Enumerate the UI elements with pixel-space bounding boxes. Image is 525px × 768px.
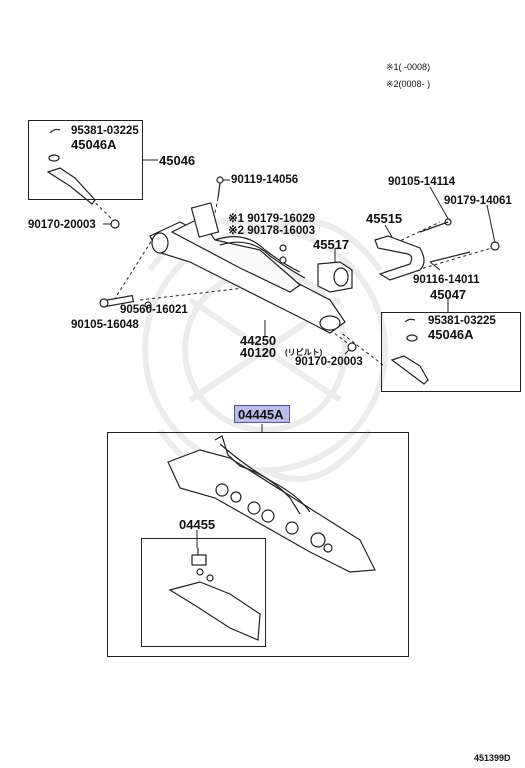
part-44250[interactable]: 44250 xyxy=(240,333,277,348)
steering-rack-assembly xyxy=(99,176,357,352)
part-90170-20003-left[interactable]: 90170-20003 xyxy=(28,219,96,231)
note-2: ※2(0008- ) xyxy=(386,79,431,89)
note-1: ※1( -0008) xyxy=(386,62,431,72)
bracket-45515 xyxy=(374,218,500,281)
tie-rod-end-45047 xyxy=(390,318,429,385)
part-90179-14061[interactable]: 90179-14061 xyxy=(444,195,512,207)
part-95381-top[interactable]: 95381-03225 xyxy=(71,125,139,137)
part-90170-20003-right[interactable]: 90170-20003 xyxy=(295,356,363,368)
part-95381-right[interactable]: 95381-03225 xyxy=(428,315,496,327)
part-45515[interactable]: 45515 xyxy=(366,211,403,226)
part-40120[interactable]: 40120 xyxy=(240,345,277,360)
part-45046A-right[interactable]: 45046A xyxy=(428,327,474,342)
part-90560-16021[interactable]: 90560-16021 xyxy=(120,304,188,316)
kit-box-04455 xyxy=(141,538,266,647)
diagram-id: 451399D xyxy=(474,753,511,763)
leader-90179-14061 xyxy=(486,204,496,244)
leader-45515 xyxy=(384,224,393,238)
gasket-kit-view xyxy=(168,548,261,641)
leader-90116 xyxy=(429,261,441,271)
part-90116-14011[interactable]: 90116-14011 xyxy=(413,274,480,286)
part-90119-14056[interactable]: 90119-14056 xyxy=(231,174,299,186)
highlight-04445A xyxy=(234,405,290,423)
part-45047[interactable]: 45047 xyxy=(430,287,467,302)
leader-90105-14114 xyxy=(429,186,451,223)
part-04445A[interactable]: 04445A xyxy=(238,407,284,422)
inset-box-45046 xyxy=(28,120,143,200)
part-90179-16029[interactable]: ※1 90179-16029 xyxy=(228,213,316,225)
part-45517[interactable]: 45517 xyxy=(313,237,350,252)
part-45046A-top[interactable]: 45046A xyxy=(71,137,117,152)
part-04455[interactable]: 04455 xyxy=(179,517,216,532)
part-45046[interactable]: 45046 xyxy=(159,153,196,168)
part-90105-14114[interactable]: 90105-14114 xyxy=(388,176,456,188)
kit-box-04445A xyxy=(107,432,409,657)
inset-box-45047 xyxy=(381,312,521,392)
repair-kit-view xyxy=(167,435,376,573)
part-90105-16048[interactable]: 90105-16048 xyxy=(71,319,139,331)
part-90178-16003[interactable]: ※2 90178-16003 xyxy=(228,225,316,237)
tie-rod-end-45046 xyxy=(46,128,96,205)
bushing-45517 xyxy=(317,261,353,293)
part-40120-note: (リビルト) xyxy=(285,348,323,357)
